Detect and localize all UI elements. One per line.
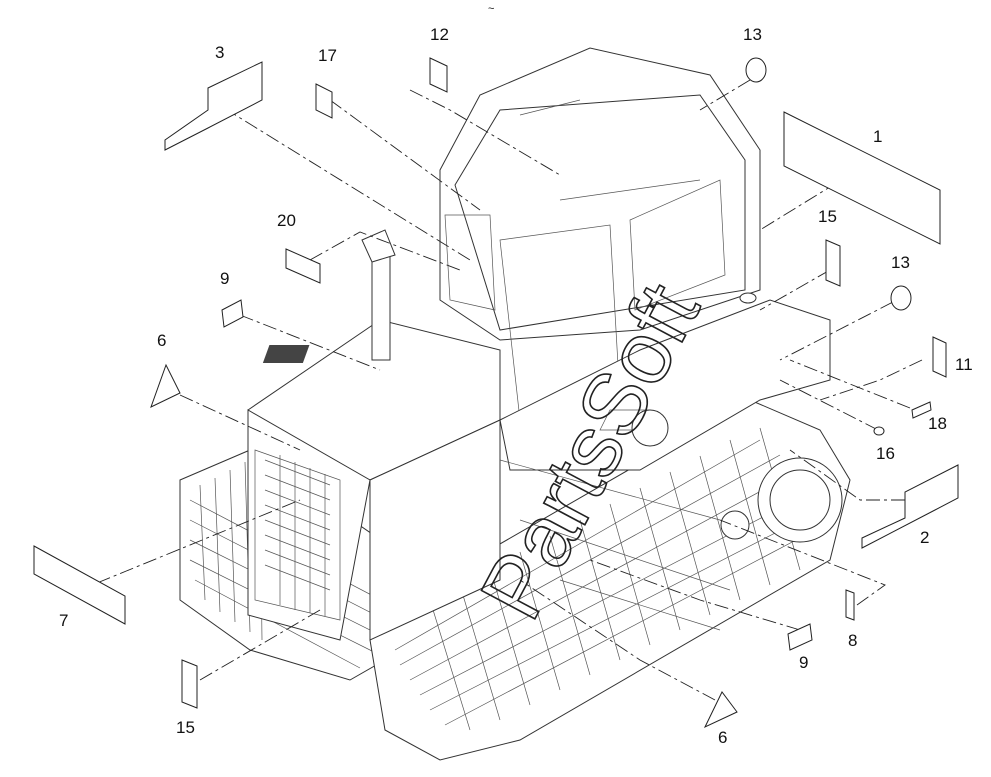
callout-15-upper: 15	[818, 207, 837, 226]
decal-parts	[33, 57, 959, 729]
exhaust-stack	[361, 229, 396, 361]
callout-7: 7	[59, 611, 68, 630]
callout-17: 17	[318, 46, 337, 65]
decal-part-6-bottom	[703, 691, 738, 729]
operator-cab	[439, 47, 761, 421]
callout-12: 12	[430, 25, 449, 44]
header-mark: ~	[488, 3, 494, 15]
callout-13-upper: 13	[743, 25, 762, 44]
decal-part-2	[861, 464, 959, 549]
decal-part-9-upper	[221, 299, 244, 328]
decal-part-17	[315, 83, 333, 119]
callout-6-left: 6	[157, 331, 166, 350]
callout-11: 11	[955, 355, 973, 374]
dozer-machine	[179, 47, 851, 761]
callout-18: 18	[928, 414, 947, 433]
decal-part-20	[285, 248, 321, 284]
engine-hood	[247, 319, 501, 641]
callout-9-lower: 9	[799, 653, 808, 672]
callout-8: 8	[848, 631, 857, 650]
leader-lines	[96, 79, 923, 701]
decal-part-15-upper	[825, 239, 841, 287]
callout-labels: 1 2 3 6 6 7 8 9 9 11 12 13 13 15 15 16 1…	[59, 25, 973, 747]
decal-part-15-lower	[181, 659, 198, 709]
decal-part-11	[932, 336, 947, 378]
decal-part-3	[164, 61, 263, 151]
decal-part-8	[845, 589, 855, 621]
decal-part-18	[911, 401, 932, 419]
decal-part-6-left	[150, 363, 181, 408]
decal-part-7	[33, 545, 126, 625]
callout-16: 16	[876, 444, 895, 463]
callout-2: 2	[920, 528, 929, 547]
callout-3: 3	[215, 43, 224, 62]
right-track	[369, 399, 851, 761]
callout-6-bottom: 6	[718, 728, 727, 747]
callout-13-lower: 13	[891, 253, 910, 272]
decal-part-1	[783, 111, 941, 245]
decal-part-13-lower	[890, 285, 912, 311]
decal-part-12	[429, 57, 448, 93]
decal-part-9-lower	[787, 623, 813, 651]
callout-15-lower: 15	[176, 718, 195, 737]
decal-part-16	[873, 426, 885, 436]
callout-1: 1	[873, 127, 882, 146]
callout-20: 20	[277, 211, 296, 230]
fender-and-tank	[499, 292, 831, 631]
callout-9-upper: 9	[220, 269, 229, 288]
decal-part-13-upper	[745, 57, 767, 83]
